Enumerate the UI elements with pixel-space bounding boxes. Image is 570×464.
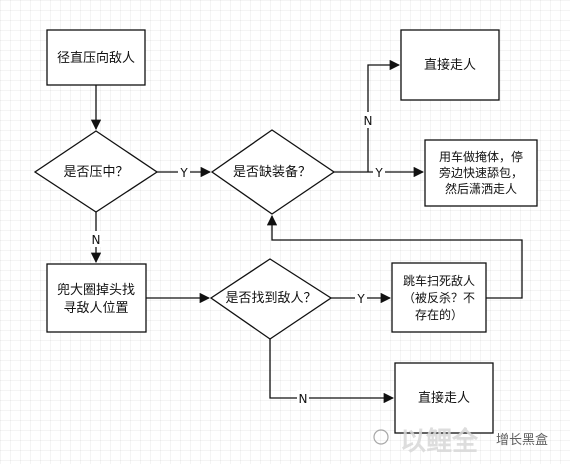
walk-top-label: 直接走人 [424,57,476,73]
jump-kill-line-2: （被反杀？不 [403,290,475,305]
label-pressing-no: N [92,233,101,247]
jump-kill-box [391,262,487,333]
jump-kill-line-3: 存在的） [415,307,463,322]
cover-line-3: 然后潇洒走人 [445,181,517,196]
start-box [46,29,146,86]
edge-labels: Y N N Y Y N [90,112,385,406]
start-label: 径直压向敌人 [57,50,135,66]
gear-diamond [210,129,336,215]
node-start: 径直压向敌人 [46,29,146,86]
edge-gear-no [367,59,401,172]
watermark-chat-icon [373,429,389,445]
label-found-yes: Y [356,292,365,306]
gear-label: 是否缺装备？ [233,164,311,180]
watermark-text: 增长黑盒 [496,432,548,448]
circle-back-line-2: 寻敌人位置 [63,301,128,316]
cover-line-2: 旁边快速舔包， [439,165,523,180]
label-gear-yes: Y [374,166,383,180]
walk-bottom-box [394,362,494,434]
found-diamond [209,258,333,340]
node-question-gear: 是否缺装备？ [210,129,336,215]
node-question-found: 是否找到敌人？ [209,258,333,340]
walk-bottom-label: 直接走人 [418,390,470,406]
node-cover: 用车做掩体，停 旁边快速舔包， 然后潇洒走人 [424,139,538,207]
circle-back-box [46,263,147,333]
connectors [90,59,523,404]
found-label: 是否找到敌人？ [225,291,316,306]
cover-box [424,139,538,207]
node-walk-bottom: 直接走人 [394,362,494,434]
circle-back-line-1: 兜大圈掉头找 [57,283,135,298]
edge-kill-to-gear [266,214,523,299]
label-gear-no: N [364,114,373,128]
walk-top-box [400,29,500,101]
watermark-logo: 以鲤全 [400,426,479,457]
edge-found-no [269,339,395,404]
watermark: 以鲤全 增长黑盒 [373,426,548,457]
node-jump-kill: 跳车扫死敌人 （被反杀？不 存在的） [391,262,487,333]
cover-line-1: 用车做掩体，停 [439,149,523,164]
label-pressing-yes: Y [179,166,188,180]
node-question-pressing: 是否压中？ [33,130,159,213]
jump-kill-line-1: 跳车扫死敌人 [403,273,475,288]
node-walk-top: 直接走人 [400,29,500,101]
node-circle-back: 兜大圈掉头找 寻敌人位置 [46,263,147,333]
label-found-no: N [299,392,308,406]
pressing-diamond [33,130,159,213]
pressing-label: 是否压中？ [63,165,128,180]
